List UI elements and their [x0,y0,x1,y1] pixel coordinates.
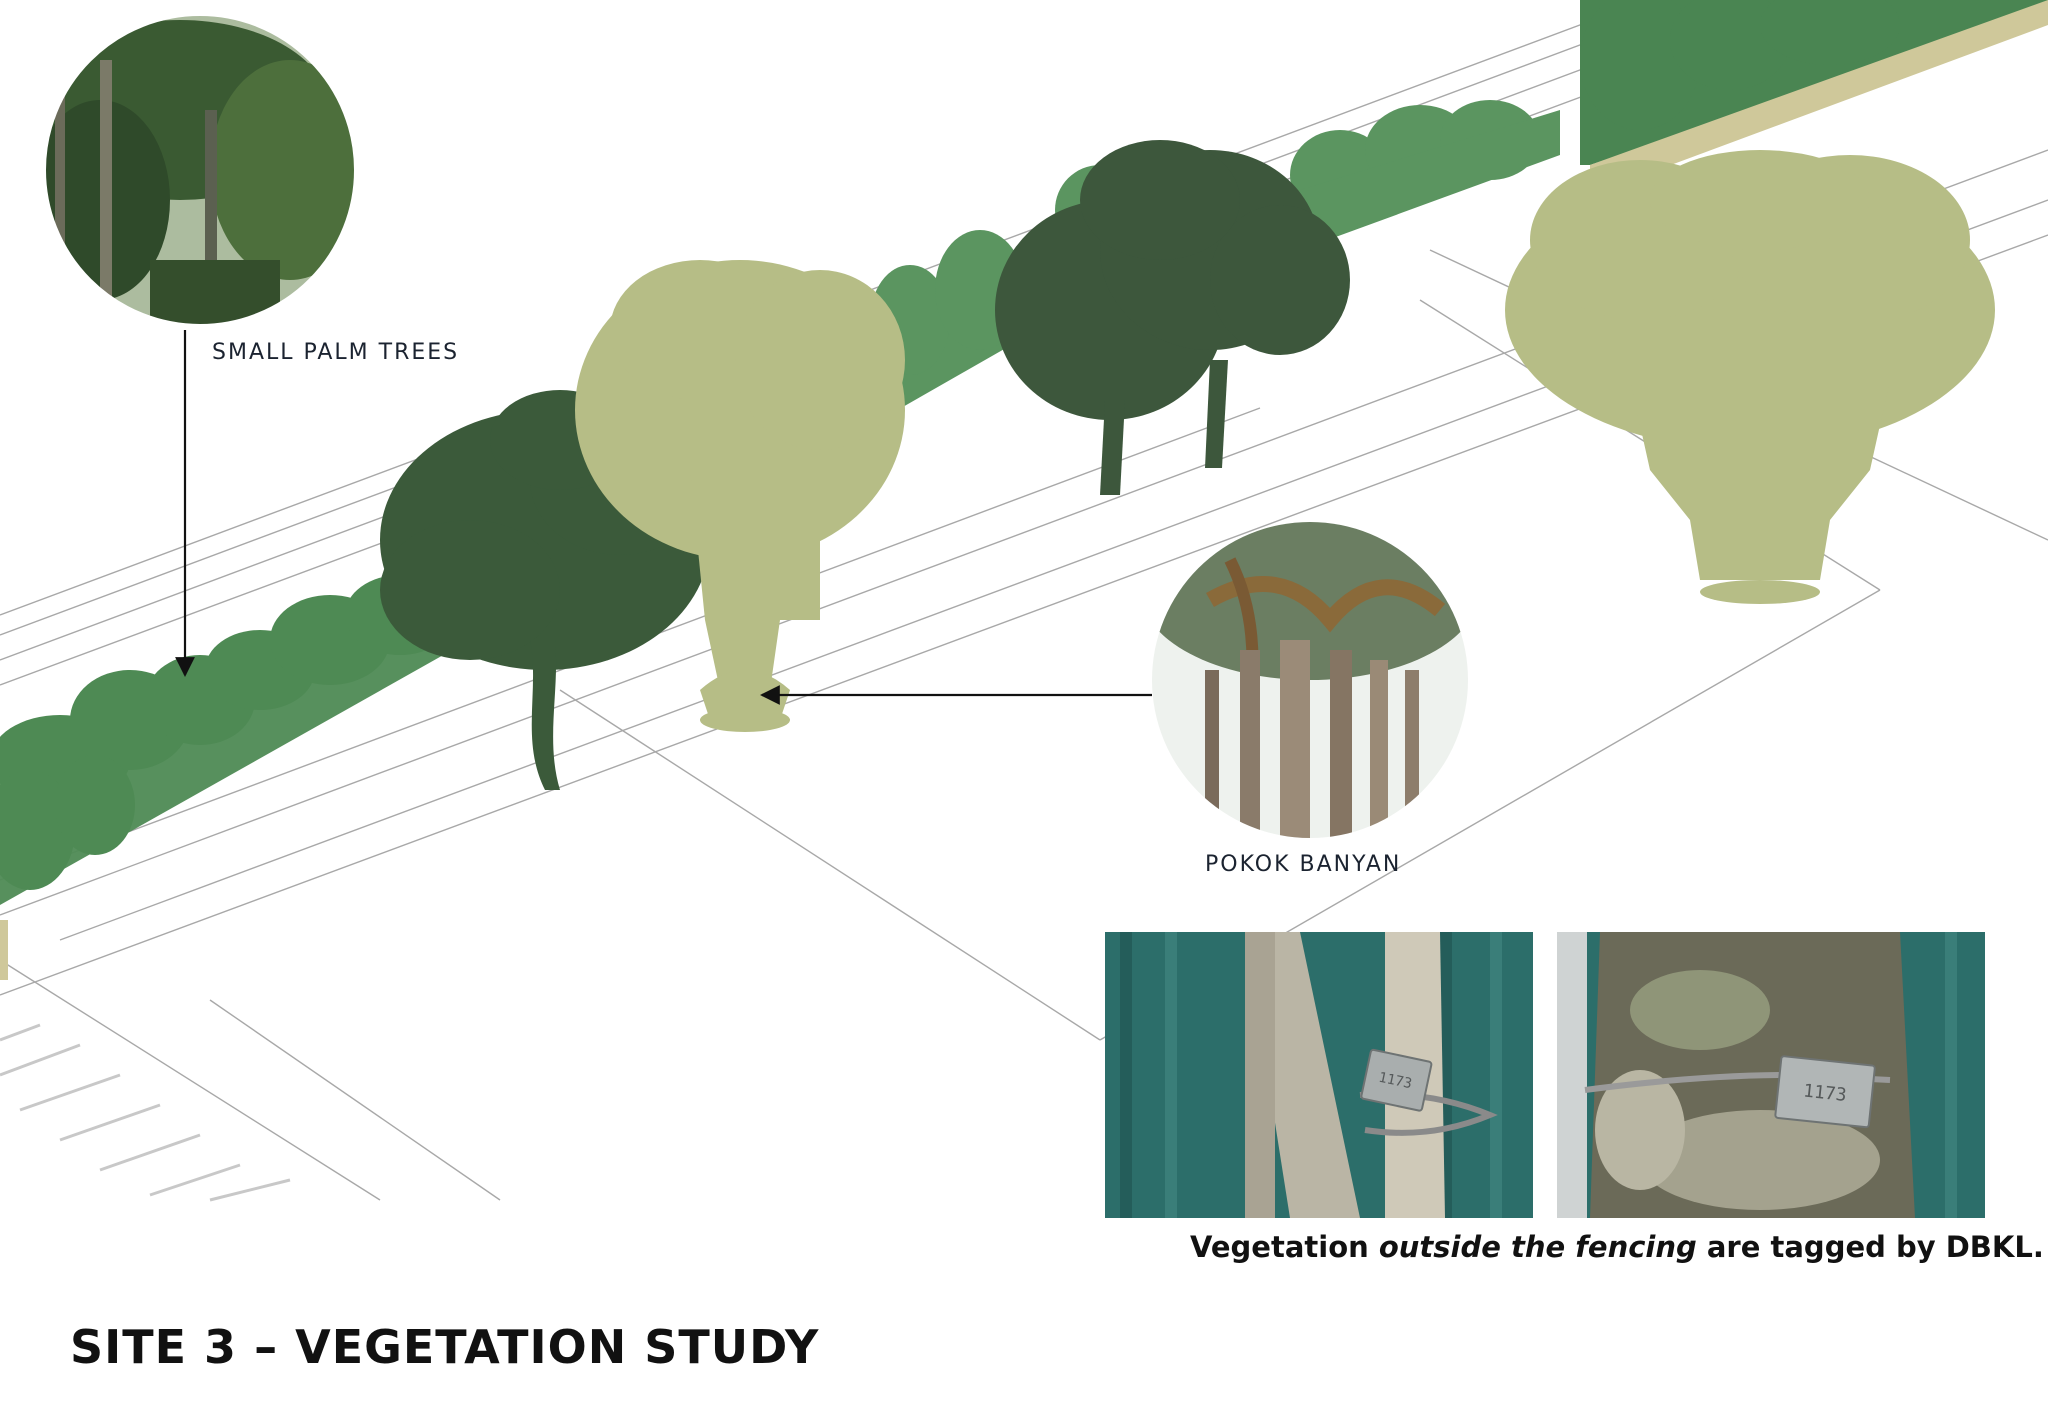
caption-text-emphasis: outside the fencing [1378,1230,1697,1264]
ground-strip-right [1590,0,2048,195]
tree-tag-left-number: 1173 [1377,1070,1413,1093]
palm-photo [45,15,355,325]
ground-strip-left [0,920,8,980]
page-title: SITE 3 – VEGETATION STUDY [70,1320,820,1374]
palm-tree-row-right [1580,0,2048,165]
pokok-banyan-label: POKOK BANYAN [1205,852,1402,877]
small-palm-trees-label: SMALL PALM TREES [212,340,460,365]
palm-photo-frame [44,14,356,326]
banyan-photo [1152,522,1468,838]
banyan-tree-front [575,260,905,732]
caption-text-start: Vegetation [1190,1230,1379,1264]
banyan-tree-right [1505,150,1995,604]
dark-green-tree-middle [995,140,1350,495]
tree-tag-right [1774,1055,1876,1129]
caption-text-end: are tagged by DBKL. [1696,1230,2044,1264]
tree-tag-left [1360,1048,1433,1112]
parking-stripes [0,1023,291,1202]
tree-tag-right-number: 1173 [1802,1081,1847,1106]
tag-photo-left [1105,932,1533,1218]
tag-photo-caption: Vegetation outside the fencing are tagge… [1190,1230,2044,1264]
tag-photo-right [1557,932,1985,1218]
